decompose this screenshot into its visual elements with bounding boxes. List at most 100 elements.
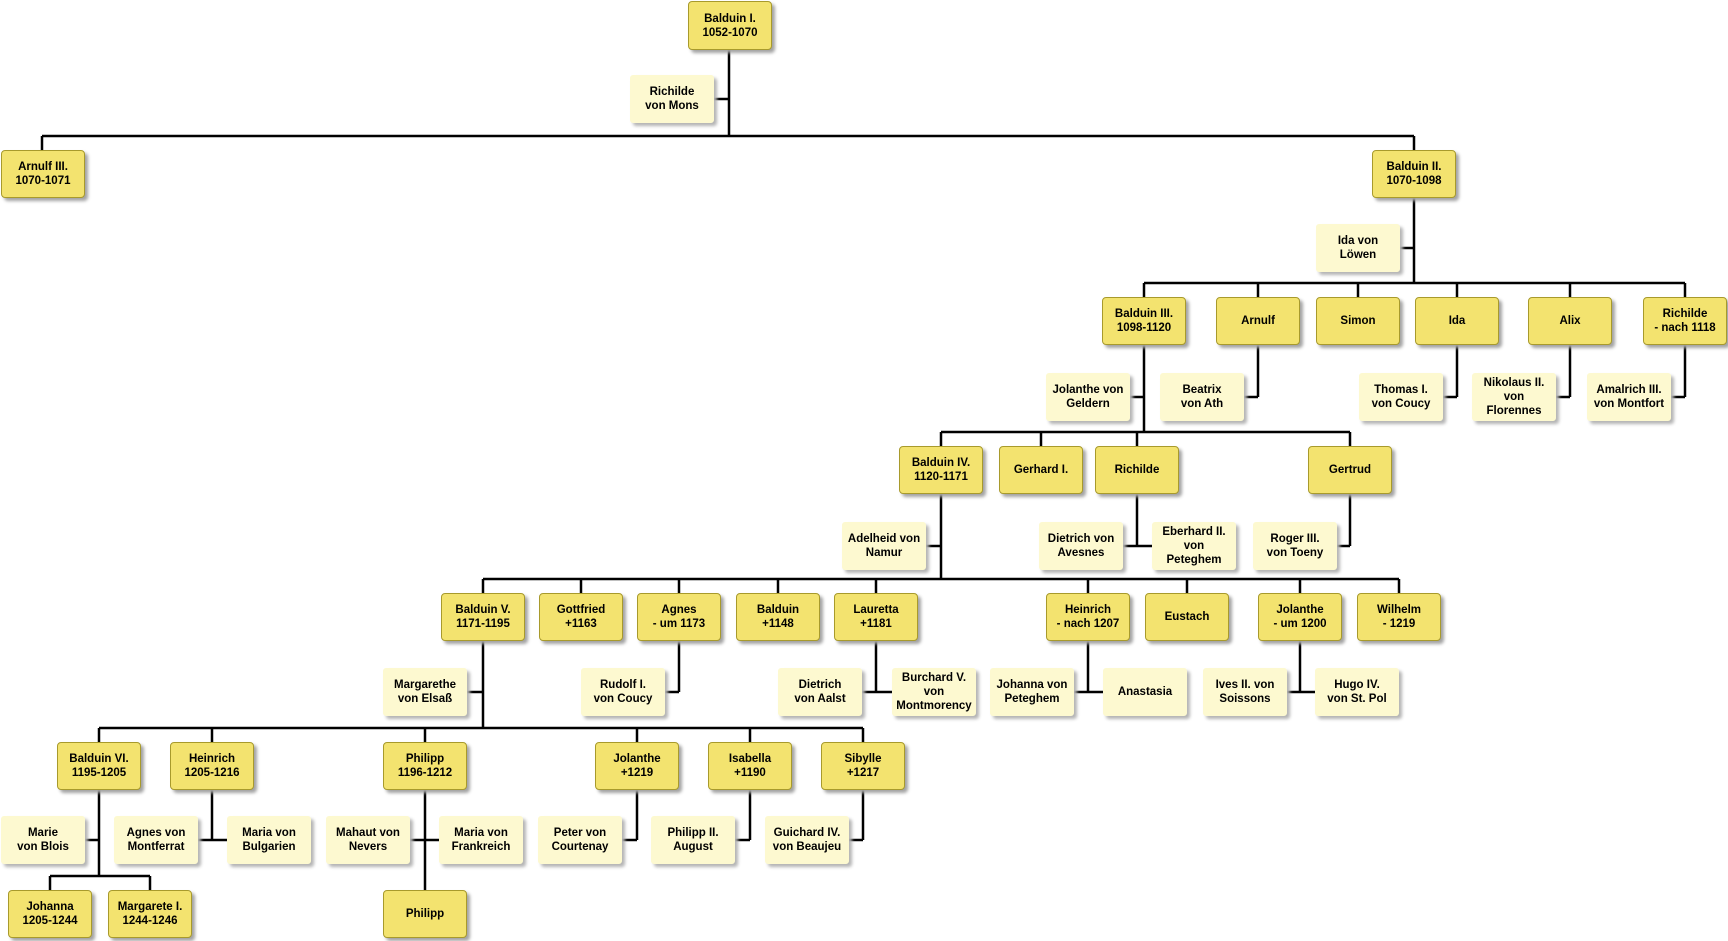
person-name-line: von: [1503, 391, 1525, 403]
person-name-line: Jolanthe von: [1052, 384, 1124, 396]
person-name-line: Mahaut von: [336, 827, 400, 839]
person-name-line: Amalrich III.: [1596, 384, 1662, 396]
person-name-line: Richilde: [1114, 464, 1160, 476]
person-name-line: - um 1200: [1273, 618, 1327, 630]
person-name-line: Arnulf III.: [18, 161, 68, 173]
spouse-box-hugo-stpol: Hugo IV. von St. Pol: [1315, 668, 1399, 716]
person-name-line: Peter von: [553, 827, 607, 839]
person-name-line: August: [673, 841, 713, 853]
spouse-box-roger-toeny: Roger III.von Toeny: [1253, 522, 1337, 570]
person-name-line: Philipp: [405, 908, 445, 920]
person-name-line: Johanna von: [996, 679, 1068, 691]
person-box-eustach: Eustach: [1145, 593, 1229, 641]
person-box-richilde-1118: Richilde - nach 1118: [1643, 297, 1727, 345]
person-name-line: Balduin III.: [1114, 308, 1174, 320]
person-name-line: Jolanthe: [1276, 604, 1324, 616]
person-name-line: Philipp II.: [667, 827, 719, 839]
person-name-line: Bulgarien: [242, 841, 296, 853]
person-name-line: - um 1173: [652, 618, 706, 630]
person-box-alix: Alix: [1528, 297, 1612, 345]
person-box-balduin6: Balduin VI.1195-1205: [57, 742, 141, 790]
person-name-line: +1163: [565, 618, 597, 630]
person-name-line: Richilde: [649, 86, 695, 98]
spouse-box-dietrich-aalst: Dietrich von Aalst: [778, 668, 862, 716]
person-name-line: Balduin: [756, 604, 800, 616]
person-name-line: Ida: [1448, 315, 1466, 327]
person-name-line: - nach 1118: [1654, 322, 1716, 334]
person-box-balduin2: Balduin II. 1070-1098: [1372, 150, 1456, 198]
person-name-line: Florennes: [1486, 405, 1542, 417]
spouse-box-rudolf-coucy: Rudolf I.von Coucy: [581, 668, 665, 716]
person-name-line: +1181: [860, 618, 892, 630]
person-name-line: Courtenay: [551, 841, 609, 853]
person-name-line: Isabella: [728, 753, 772, 765]
person-name-line: Thomas I.: [1374, 384, 1428, 396]
person-name-line: Nikolaus II.: [1483, 377, 1545, 389]
person-box-richilde2: Richilde: [1095, 446, 1179, 494]
person-name-line: Gertrud: [1328, 464, 1372, 476]
person-name-line: Adelheid von: [847, 533, 921, 545]
spouse-box-guichard-beaujeu: Guichard IV.von Beaujeu: [765, 816, 849, 864]
person-name-line: Jolanthe: [613, 753, 661, 765]
person-name-line: von: [1183, 540, 1205, 552]
person-name-line: Lauretta: [853, 604, 899, 616]
person-name-line: Heinrich: [188, 753, 235, 765]
person-name-line: +1219: [620, 767, 654, 779]
person-box-isabella: Isabella+1190: [708, 742, 792, 790]
person-name-line: Philipp: [405, 753, 445, 765]
person-name-line: - nach 1207: [1056, 618, 1120, 630]
person-name-line: Frankreich: [451, 841, 511, 853]
person-name-line: von St. Pol: [1327, 693, 1387, 705]
person-name-line: Balduin IV.: [911, 457, 971, 469]
spouse-box-marie-blois: Marie von Blois: [1, 816, 85, 864]
person-name-line: von Coucy: [1371, 398, 1431, 410]
person-name-line: Wilhelm: [1377, 604, 1421, 616]
person-name-line: Löwen: [1339, 249, 1377, 261]
person-name-line: von Blois: [17, 841, 69, 853]
spouse-box-anastasia: Anastasia: [1103, 668, 1187, 716]
person-name-line: 1052-1070: [702, 26, 758, 39]
person-name-line: Gerhard I.: [1013, 464, 1069, 476]
person-box-balduin1: Balduin I.1052-1070: [688, 1, 772, 50]
person-box-balduin3: Balduin III. 1098-1120: [1102, 297, 1186, 345]
person-name-line: Eustach: [1164, 611, 1210, 623]
person-name-line: 1244-1246: [122, 915, 178, 927]
person-box-jolanthe-1200: Jolanthe - um 1200: [1258, 593, 1342, 641]
person-name-line: 1205-1216: [184, 767, 240, 779]
person-name-line: Rudolf I.: [600, 679, 646, 691]
person-box-balduin-1148: Balduin+1148: [736, 593, 820, 641]
person-name-line: Marie: [27, 827, 59, 839]
person-name-line: 1120-1171: [914, 471, 968, 483]
person-name-line: Balduin II.: [1386, 161, 1442, 173]
person-box-gerhard1: Gerhard I.: [999, 446, 1083, 494]
person-name-line: Sibylle: [844, 753, 882, 765]
person-box-philipp: Philipp: [383, 890, 467, 938]
person-name-line: Heinrich: [1064, 604, 1111, 616]
person-box-balduin5: Balduin V.1171-1195: [441, 593, 525, 641]
person-name-line: 1098-1120: [1116, 322, 1172, 334]
person-name-line: Richilde: [1662, 308, 1708, 320]
person-name-line: Hugo IV.: [1334, 679, 1380, 691]
person-name-line: 1070-1098: [1386, 175, 1442, 187]
person-name-line: von: [923, 686, 945, 698]
person-box-gertrud: Gertrud: [1308, 446, 1392, 494]
person-name-line: +1217: [846, 767, 880, 779]
person-box-wilhelm: Wilhelm- 1219: [1357, 593, 1441, 641]
person-name-line: Dietrich: [798, 679, 842, 691]
person-name-line: von Aalst: [794, 693, 846, 705]
spouse-box-thomas-coucy: Thomas I. von Coucy: [1359, 373, 1443, 421]
person-name-line: Balduin VI.: [69, 753, 129, 765]
